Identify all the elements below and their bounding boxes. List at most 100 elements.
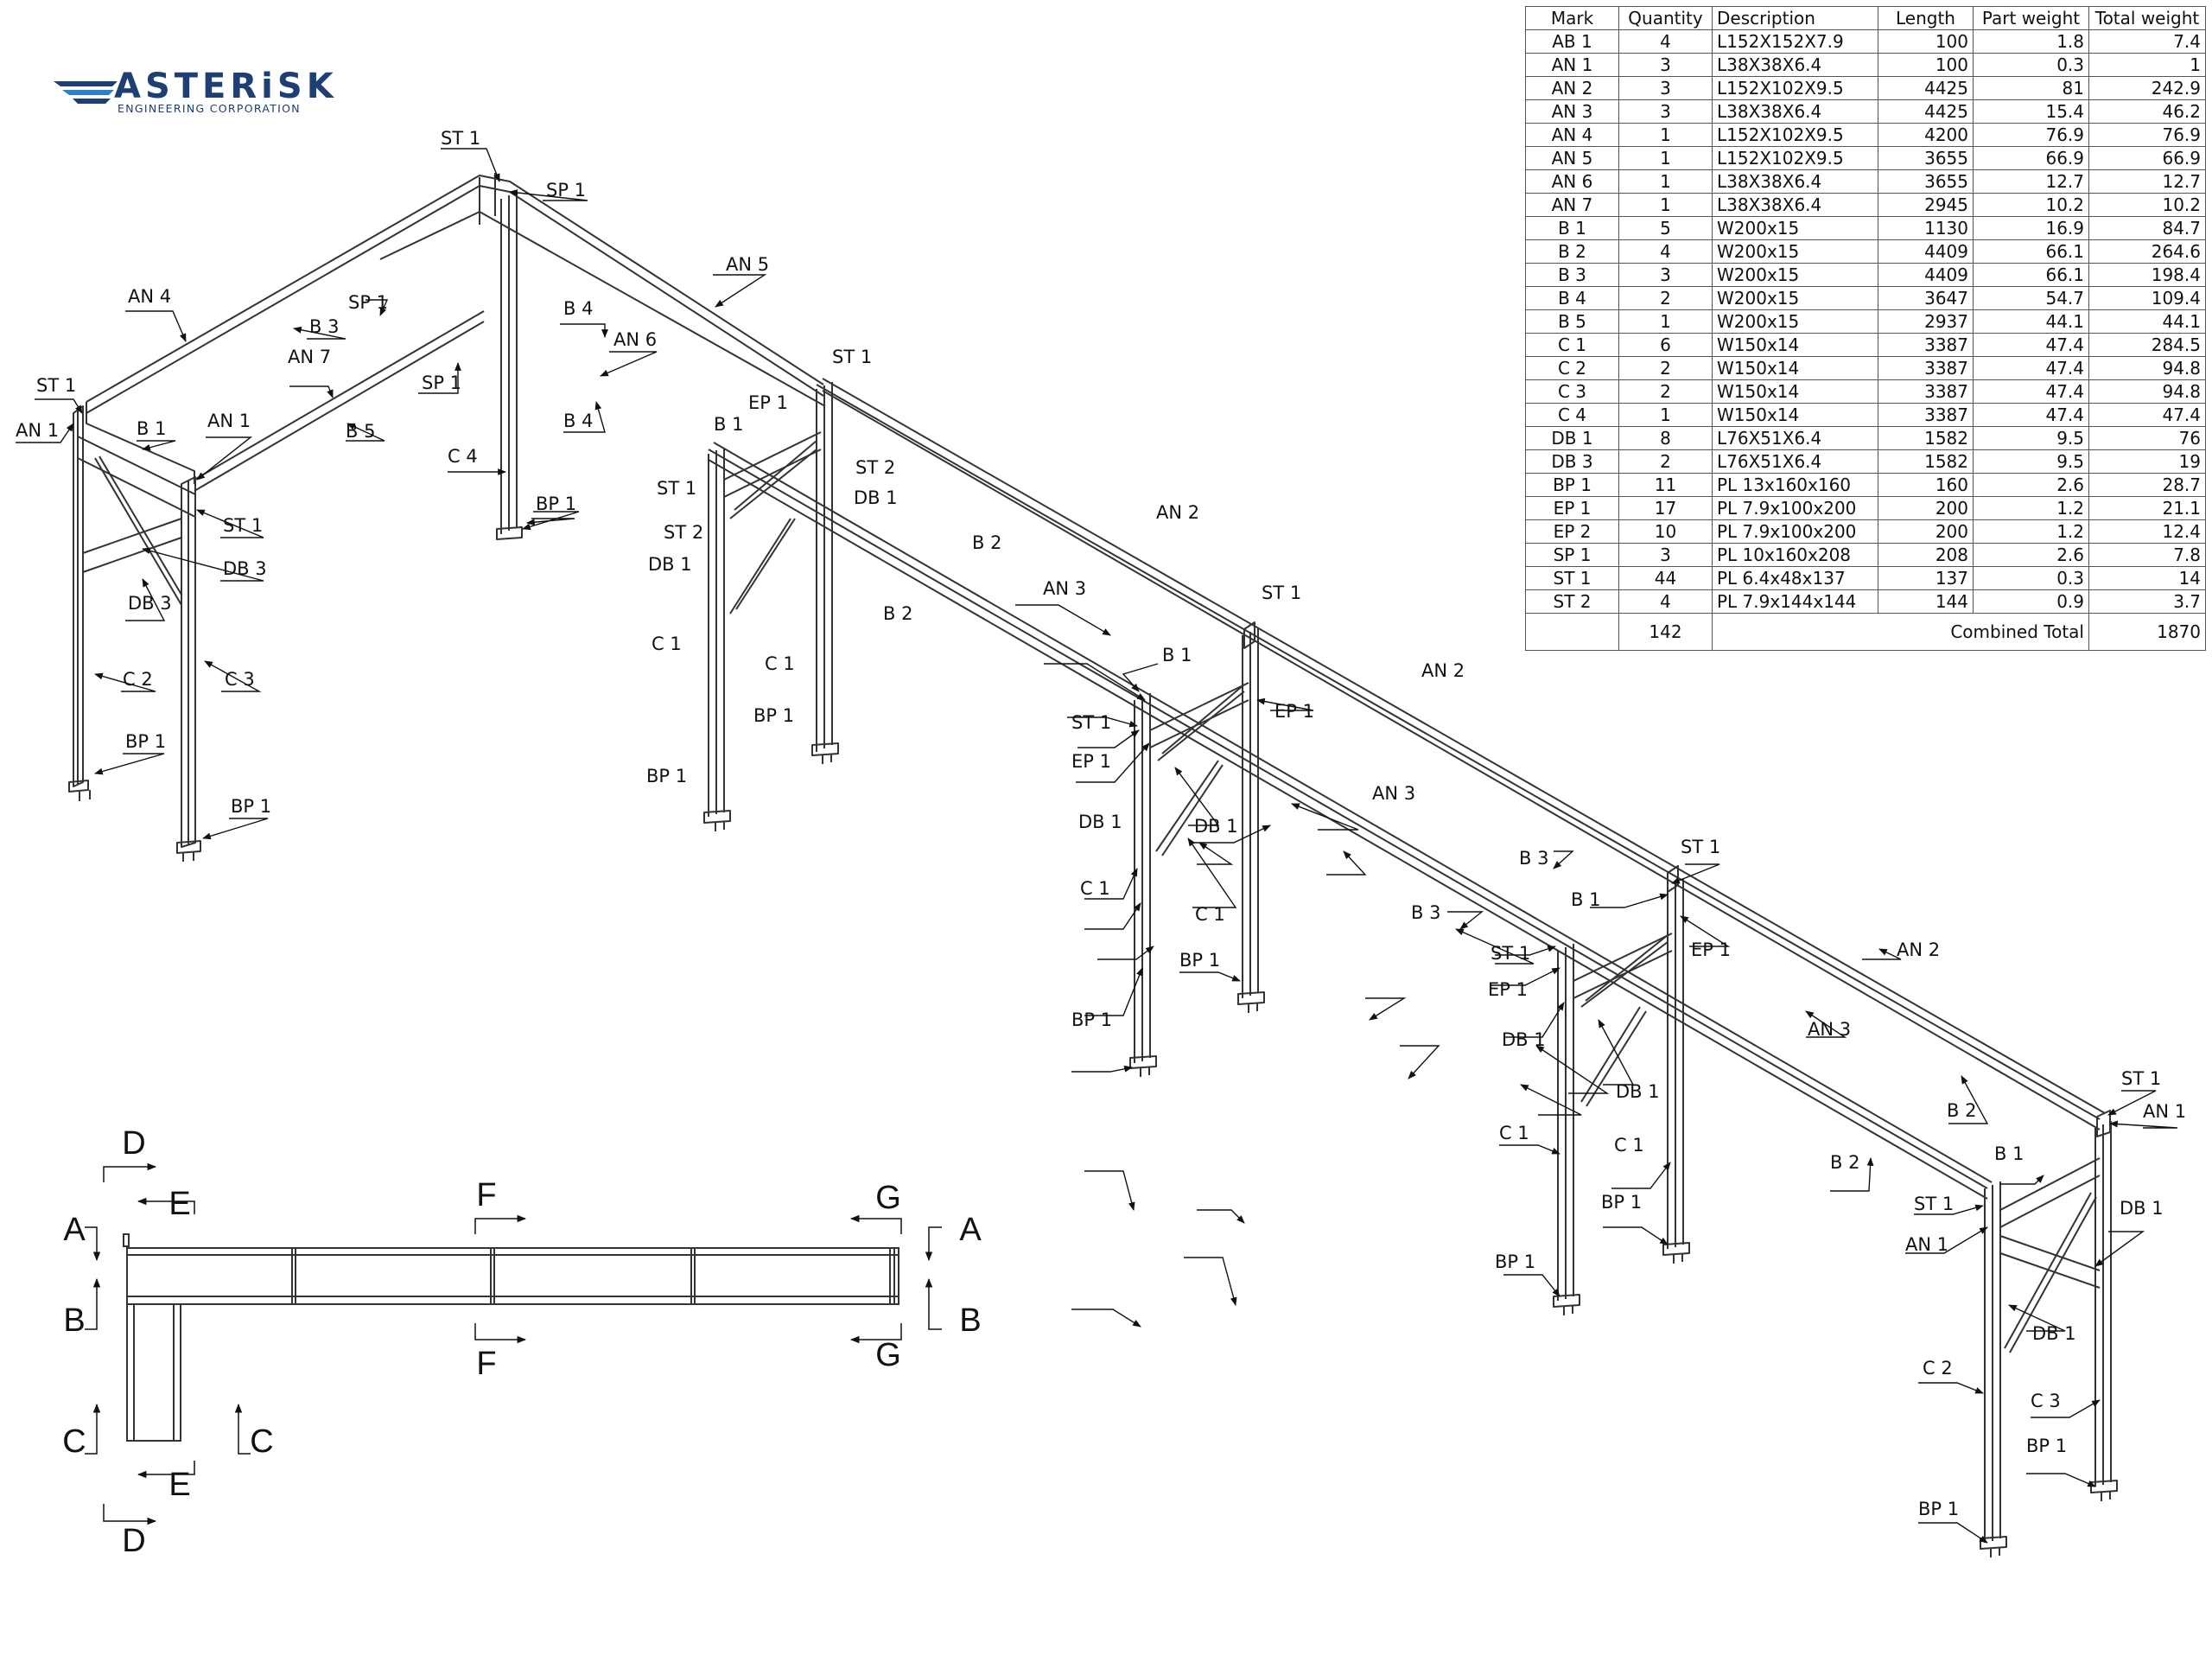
section-mark-C-right: C [250, 1423, 273, 1460]
table-cell: 5 [1618, 216, 1713, 240]
table-cell: AN 7 [1525, 193, 1619, 217]
label-B5: B 5 [346, 421, 375, 442]
table-cell: 2 [1618, 356, 1713, 380]
table-cell: W200x15 [1712, 239, 1878, 264]
label-B3-top: B 3 [309, 316, 339, 337]
label-C2-right: C 2 [1923, 1358, 1953, 1379]
label-C1-f3a: C 1 [1080, 878, 1110, 899]
section-mark-D-top: D [122, 1125, 145, 1162]
table-cell: 198.4 [2088, 263, 2206, 287]
label-AN2-a: AN 2 [1156, 502, 1199, 523]
label-BP1-f3b: BP 1 [1071, 1009, 1112, 1030]
table-cell: W150x14 [1712, 403, 1878, 427]
table-cell: 3 [1618, 99, 1713, 124]
section-mark-F-bottom: F [476, 1346, 496, 1382]
label-B3-b: B 3 [1519, 848, 1548, 869]
ridge-frame [86, 173, 826, 540]
table-cell: 4 [1618, 29, 1713, 54]
table-cell: L76X51X6.4 [1712, 426, 1878, 450]
section-mark-B-left: B [63, 1302, 85, 1339]
table-cell: 8 [1618, 426, 1713, 450]
table-cell: 144 [1878, 589, 1974, 614]
table-cell: 3655 [1878, 146, 1974, 170]
label-SP1-ridge: SP 1 [546, 180, 586, 201]
table-cell: ST 1 [1525, 566, 1619, 590]
table-cell: PL 7.9x100x200 [1712, 496, 1878, 520]
section-mark-E-bottom: E [168, 1467, 190, 1503]
table-cell: 1 [1618, 403, 1713, 427]
table-cell: 2 [1618, 449, 1713, 474]
label-AN4: AN 4 [128, 286, 171, 307]
column-header: Description [1712, 6, 1878, 30]
table-cell: W200x15 [1712, 216, 1878, 240]
table-cell: 10.2 [2088, 193, 2206, 217]
label-AN3-c: AN 3 [1808, 1019, 1851, 1040]
table-cell: 2 [1618, 379, 1713, 404]
section-mark-G-bottom: G [875, 1337, 901, 1373]
frame-left-end [68, 405, 201, 862]
table-cell: 160 [1878, 473, 1974, 497]
table-cell: 2937 [1878, 309, 1974, 334]
table-cell: 0.3 [1973, 53, 2089, 77]
table-cell: 3387 [1878, 403, 1974, 427]
label-C1-f4b: C 1 [1614, 1135, 1644, 1156]
part-labels: ST 1 SP 1 AN 4 AN 5 B 3 SP 1 B 4 AN 7 AN… [16, 128, 2186, 1519]
table-cell: ST 2 [1525, 589, 1619, 614]
table-cell: 1 [1618, 146, 1713, 170]
label-DB3-b: DB 3 [128, 593, 172, 614]
label-BP1-f2a: BP 1 [753, 705, 794, 726]
table-cell: BP 1 [1525, 473, 1619, 497]
label-EP1-f2: EP 1 [748, 392, 788, 413]
table-cell: 9.5 [1973, 449, 2089, 474]
section-mark-A-left: A [63, 1212, 86, 1248]
label-DB1-f2a: DB 1 [854, 487, 898, 508]
label-AN3-a: AN 3 [1043, 578, 1086, 599]
frame-right-end [1980, 1121, 2118, 1557]
table-cell: 109.4 [2088, 286, 2206, 310]
table-cell: EP 1 [1525, 496, 1619, 520]
table-cell: C 4 [1525, 403, 1619, 427]
table-cell: 9.5 [1973, 426, 2089, 450]
label-B1-right: B 1 [1994, 1143, 2024, 1164]
table-cell: 12.4 [2088, 519, 2206, 544]
label-ST1-f4b: ST 1 [1491, 943, 1530, 964]
label-B2-d: B 2 [1830, 1152, 1859, 1173]
label-ST1-f3b: ST 1 [1071, 712, 1111, 733]
table-cell: 44.1 [2088, 309, 2206, 334]
table-cell: 44.1 [1973, 309, 2089, 334]
label-ST1-f2: ST 1 [832, 347, 872, 367]
table-cell: 2.6 [1973, 473, 2089, 497]
table-cell: 4200 [1878, 123, 1974, 147]
table-cell: 28.7 [2088, 473, 2206, 497]
table-cell: 47.4 [1973, 356, 2089, 380]
leader-lines [16, 148, 2178, 1544]
table-cell: 11 [1618, 473, 1713, 497]
table-cell: AN 6 [1525, 169, 1619, 194]
table-cell: EP 2 [1525, 519, 1619, 544]
label-B1-left: B 1 [137, 418, 166, 439]
label-C3-right: C 3 [2031, 1391, 2061, 1411]
label-AN1-right-b: AN 1 [1905, 1234, 1948, 1255]
table-cell: C 1 [1525, 333, 1619, 357]
label-B2-c: B 2 [1947, 1100, 1976, 1121]
table-cell: 4 [1618, 589, 1713, 614]
table-cell: 3 [1618, 543, 1713, 567]
table-cell: B 5 [1525, 309, 1619, 334]
label-ST1-ridge: ST 1 [441, 128, 480, 149]
table-cell: 1582 [1878, 449, 1974, 474]
table-cell: L38X38X6.4 [1712, 193, 1878, 217]
plan-view [123, 1233, 899, 1442]
label-AN5: AN 5 [726, 254, 769, 275]
table-cell: AN 3 [1525, 99, 1619, 124]
label-ST1-f3: ST 1 [1262, 583, 1301, 603]
label-AN6: AN 6 [613, 329, 657, 350]
table-cell: 6 [1618, 333, 1713, 357]
